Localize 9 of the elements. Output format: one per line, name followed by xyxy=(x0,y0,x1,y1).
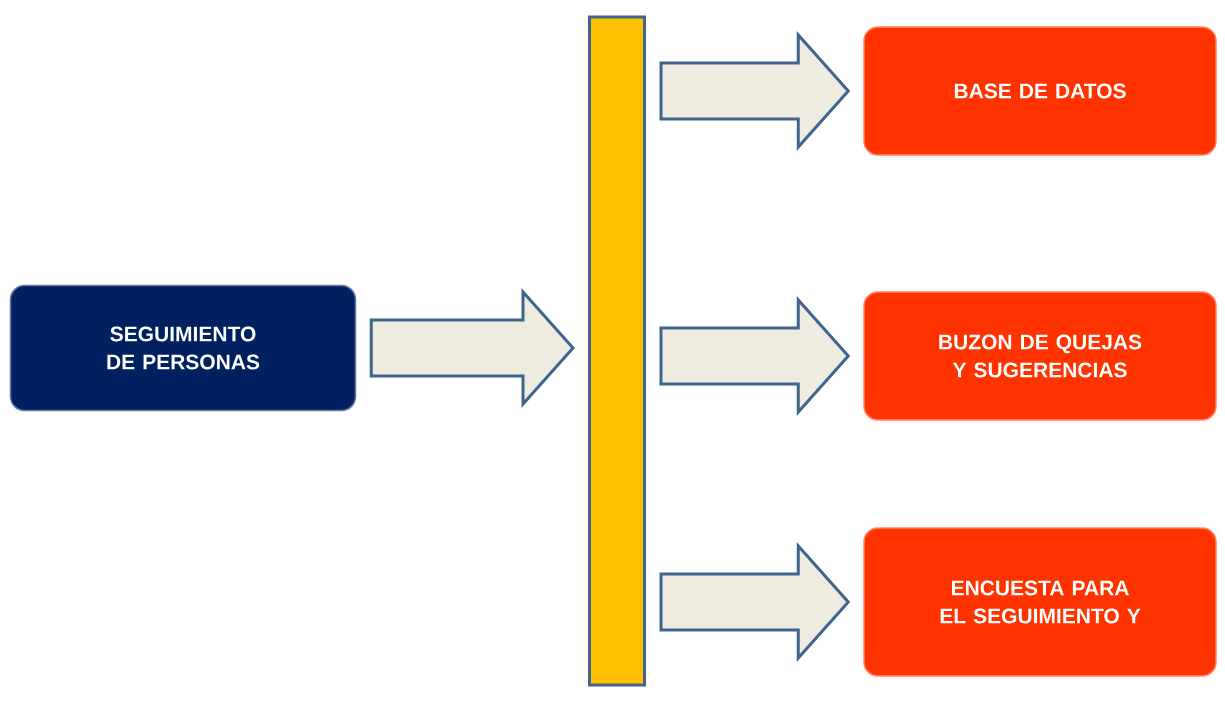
process-box: ENCUESTA PARA EL SEGUIMIENTO Y xyxy=(863,527,1217,677)
block-arrow xyxy=(659,542,851,662)
block-arrow xyxy=(659,296,851,416)
process-box: BASE DE DATOS xyxy=(863,26,1217,156)
vertical-bar xyxy=(588,15,646,687)
process-box: BUZON DE QUEJAS Y SUGERENCIAS xyxy=(863,291,1217,421)
block-arrow xyxy=(369,288,576,408)
block-arrow xyxy=(659,31,851,151)
process-box: SEGUIMIENTO DE PERSONAS xyxy=(9,284,357,412)
